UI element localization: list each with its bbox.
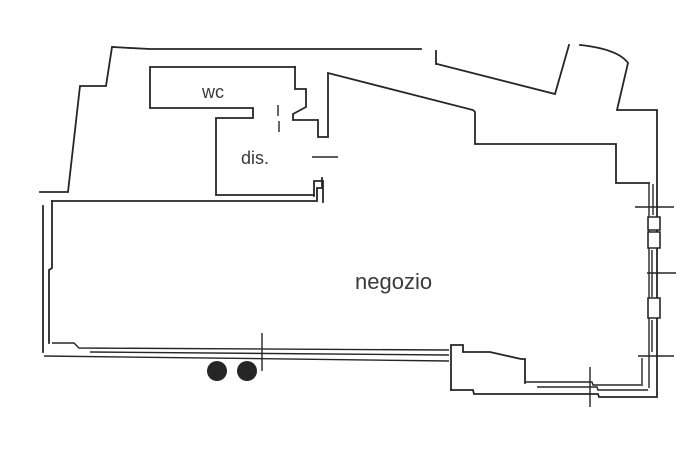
wc-room-label: wc [201, 82, 224, 102]
column-dots [207, 361, 257, 381]
dis-room-label: dis. [241, 148, 269, 168]
wc-dis-room-walls [149, 66, 315, 196]
storefront-glazing-outer-line [43, 355, 450, 362]
right-wall-pillar-boxes [647, 216, 661, 319]
right-wall-inner-segments [641, 184, 654, 384]
storefront-glazing-mid-line [89, 351, 450, 356]
diagonal-wall-outer [435, 43, 571, 96]
outer-wall-right-and-bottom [450, 44, 658, 398]
negozio-top-wall [51, 177, 323, 202]
outer-wall-top-left [39, 46, 422, 193]
storefront-glazing-top-line [52, 342, 450, 351]
dis-right-wall-step [313, 180, 324, 203]
diagonal-wall-inner [292, 66, 650, 184]
entrance-vestibule [450, 344, 526, 391]
wc-door-marker [277, 105, 280, 132]
storefront-right-line-2 [537, 386, 648, 391]
survey-tick-marks [261, 206, 676, 407]
storefront-right-line-1 [525, 381, 643, 386]
negozio-room-label: negozio [355, 269, 432, 294]
left-wall-inner [48, 200, 53, 344]
